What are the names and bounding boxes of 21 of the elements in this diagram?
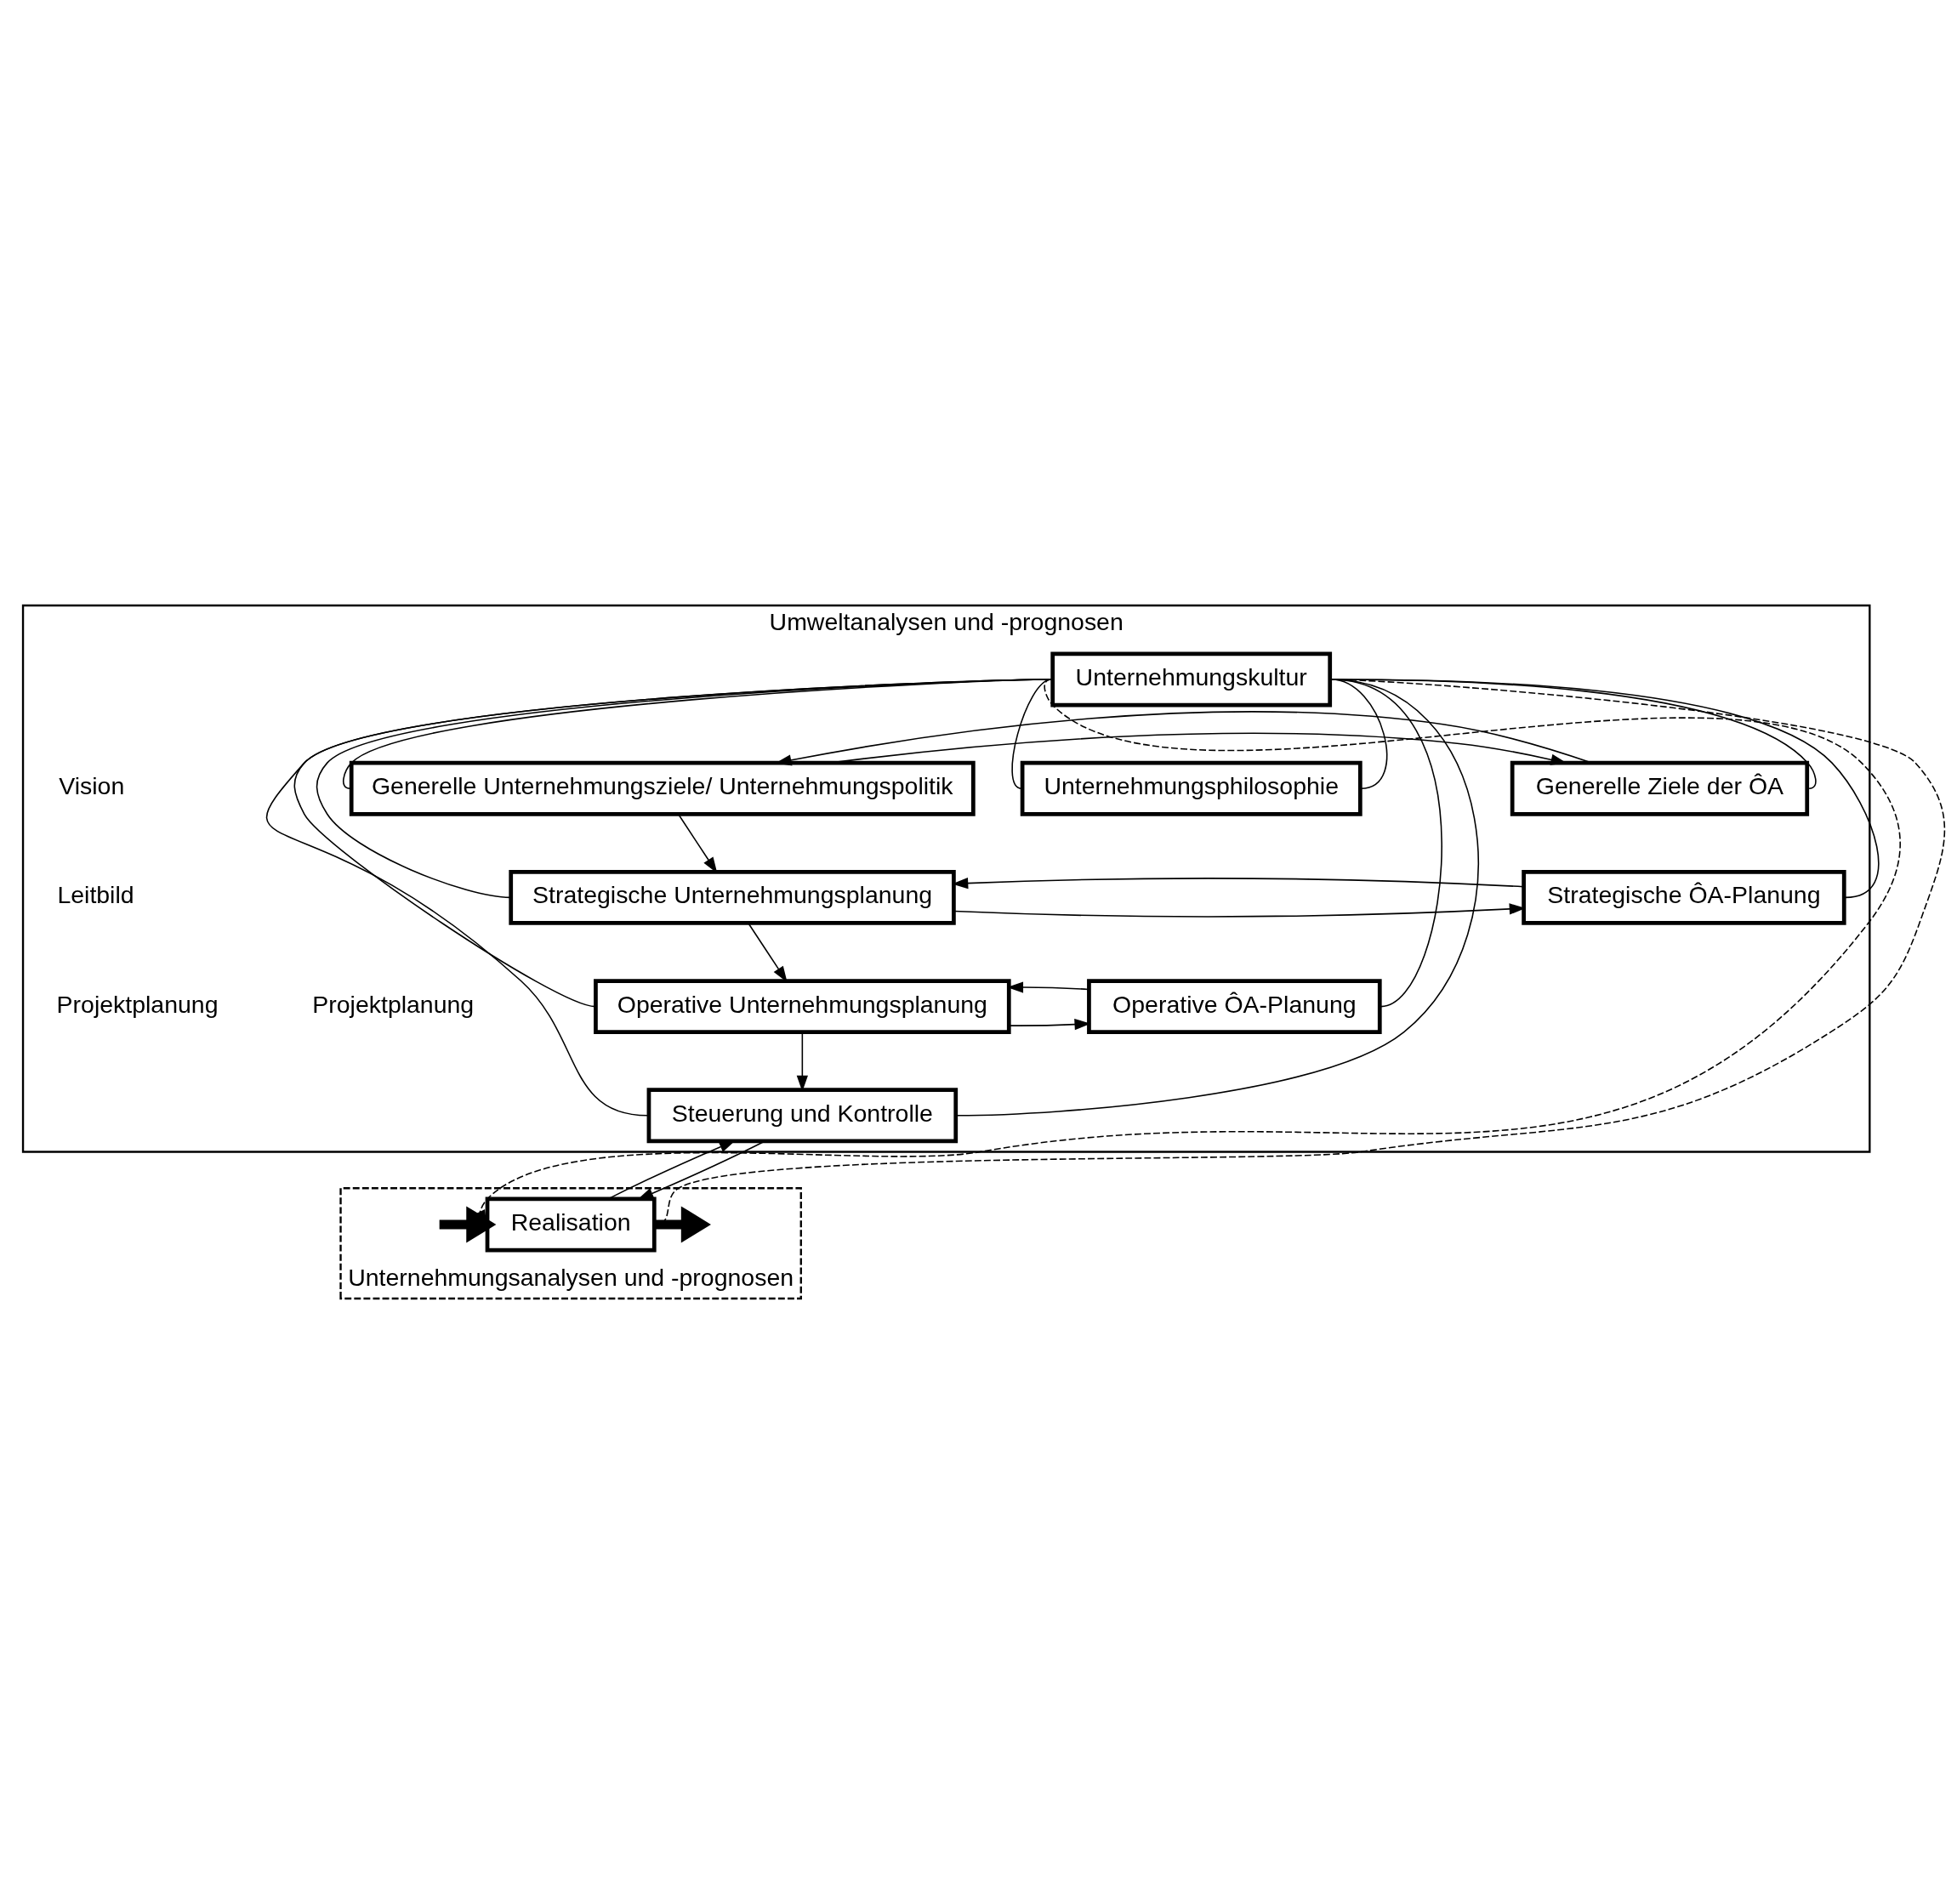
connector bbox=[265, 679, 1052, 1117]
node-box: Strategische Unternehmungsplanung bbox=[509, 869, 956, 925]
node-box: Steuerung und Kontrolle bbox=[646, 1088, 959, 1144]
arrow bbox=[439, 1206, 497, 1243]
arrow bbox=[637, 1140, 765, 1200]
node-box: Unternehmungsphilosophie bbox=[1020, 760, 1363, 816]
arrow bbox=[607, 1140, 736, 1200]
node-box: Operative ÔA-Planung bbox=[1087, 979, 1382, 1035]
label: Projektplanung bbox=[312, 990, 475, 1018]
node-box: Generelle Unternehmungsziele/ Unternehmungspolitik bbox=[349, 760, 976, 816]
node-box: Operative Unternehmungsplanung bbox=[594, 979, 1011, 1035]
label: Vision bbox=[59, 772, 125, 800]
node-box: Realisation bbox=[485, 1196, 657, 1253]
node-box: Strategische ÔA-Planung bbox=[1522, 869, 1846, 925]
node-box: Unternehmungskultur bbox=[1050, 651, 1333, 708]
label: Leitbild bbox=[57, 881, 134, 909]
arrow bbox=[654, 1206, 711, 1243]
label: Projektplanung bbox=[56, 990, 219, 1018]
connector bbox=[956, 679, 1479, 1117]
node-box: Generelle Ziele der ÔA bbox=[1510, 760, 1810, 816]
arrow bbox=[466, 679, 1901, 1243]
